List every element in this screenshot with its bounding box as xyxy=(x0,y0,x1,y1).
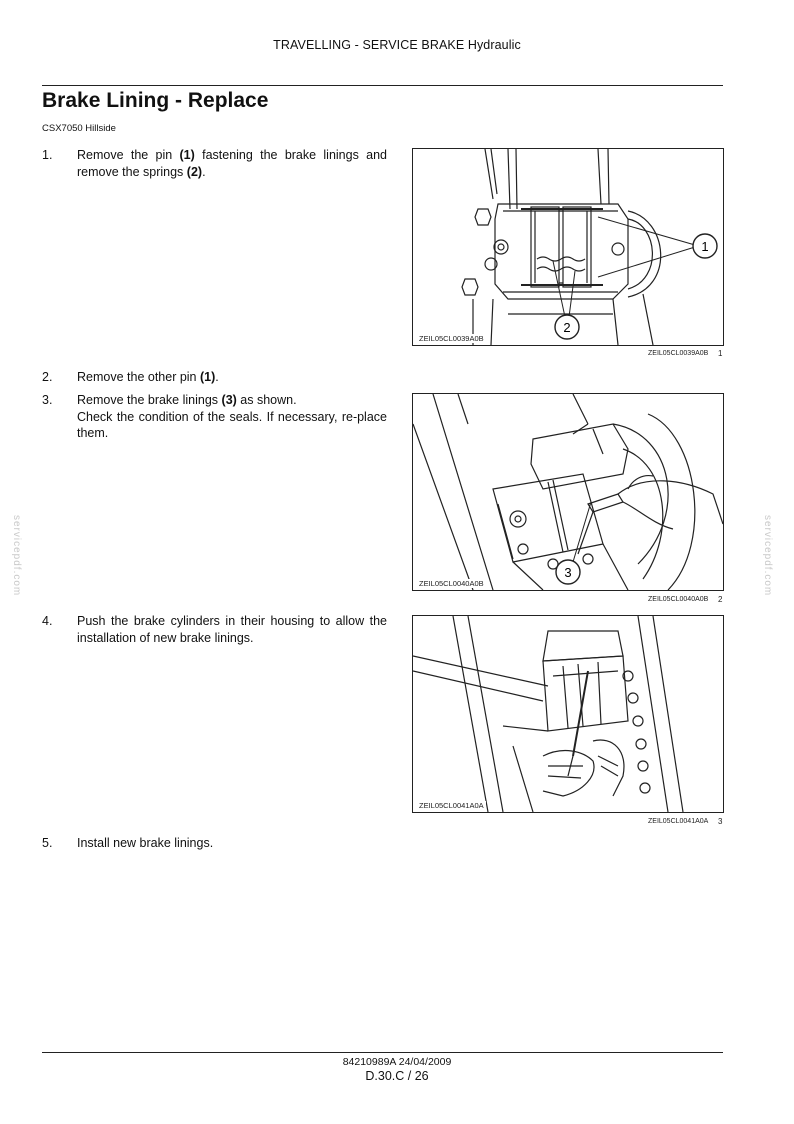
step-number: 4. xyxy=(42,614,53,628)
figure-1: 1 2 ZEIL05CL0039A0B xyxy=(412,148,724,346)
figure-number: 3 xyxy=(718,817,723,826)
header-rule xyxy=(42,85,723,86)
callout-circle xyxy=(555,559,581,585)
figure-code: ZEIL05CL0040A0B xyxy=(417,579,486,588)
watermark-right: servicepdf.com xyxy=(762,515,773,597)
step-text: . xyxy=(202,164,206,179)
figure-caption: ZEIL05CL0040A0B xyxy=(648,596,709,603)
figure-caption: ZEIL05CL0041A0A xyxy=(648,818,709,825)
step-text: Check the condition of the seals. If nec… xyxy=(77,409,387,441)
callout-ref: (1) xyxy=(200,370,216,384)
step-text: as shown. xyxy=(236,393,297,407)
callout-number: 3 xyxy=(564,565,571,580)
step-1: 1. Remove the pin (1) fastening the brak… xyxy=(42,147,387,180)
caliper-illustration-2: 3 xyxy=(413,394,723,590)
model-label: CSX7050 Hillside xyxy=(42,123,116,134)
step-number: 5. xyxy=(42,836,53,850)
step-5: 5. Install new brake linings. xyxy=(42,835,387,852)
step-text: . xyxy=(215,370,219,384)
callout-circle xyxy=(692,233,718,259)
step-text: Remove the brake linings xyxy=(77,393,222,407)
figure-number: 1 xyxy=(718,349,723,358)
caliper-illustration-3 xyxy=(413,616,684,812)
footer-rule xyxy=(42,1052,723,1053)
callout-circle xyxy=(554,314,580,340)
figure-3: ZEIL05CL0041A0A xyxy=(412,615,724,813)
step-number: 2. xyxy=(42,370,53,384)
figure-2: 3 ZEIL05CL0040A0B xyxy=(412,393,724,591)
step-text: Remove the pin xyxy=(77,148,180,162)
callout-ref: (1) xyxy=(179,148,195,162)
step-3: 3. Remove the brake linings (3) as shown… xyxy=(42,392,387,442)
running-header: TRAVELLING - SERVICE BRAKE Hydraulic xyxy=(273,38,521,52)
figure-caption: ZEIL05CL0039A0B xyxy=(648,350,709,357)
callout-number: 2 xyxy=(563,320,570,335)
figure-code: ZEIL05CL0039A0B xyxy=(417,334,486,343)
footer-page-number: D.30.C / 26 xyxy=(365,1069,429,1083)
callout-ref: (2) xyxy=(186,164,203,179)
step-2: 2. Remove the other pin (1). xyxy=(42,369,387,386)
callout-ref: (3) xyxy=(221,393,237,407)
caliper-illustration-1: 1 2 xyxy=(461,149,718,345)
step-text: Remove the other pin xyxy=(77,370,200,384)
footer-doc-id: 84210989A 24/04/2009 xyxy=(342,1056,452,1068)
figure-code: ZEIL05CL0041A0A xyxy=(417,801,486,810)
step-text: Push the brake cylinders in their housin… xyxy=(77,614,387,645)
step-number: 1. xyxy=(42,148,53,162)
step-4: 4. Push the brake cylinders in their hou… xyxy=(42,613,387,646)
callout-number: 1 xyxy=(701,239,708,254)
figure-number: 2 xyxy=(718,595,723,604)
step-text: fastening the brake linings and remove t… xyxy=(77,148,387,179)
step-number: 3. xyxy=(42,393,53,407)
page-title: Brake Lining - Replace xyxy=(42,89,269,112)
watermark-left: servicepdf.com xyxy=(11,515,22,597)
step-text: Install new brake linings. xyxy=(77,836,214,850)
